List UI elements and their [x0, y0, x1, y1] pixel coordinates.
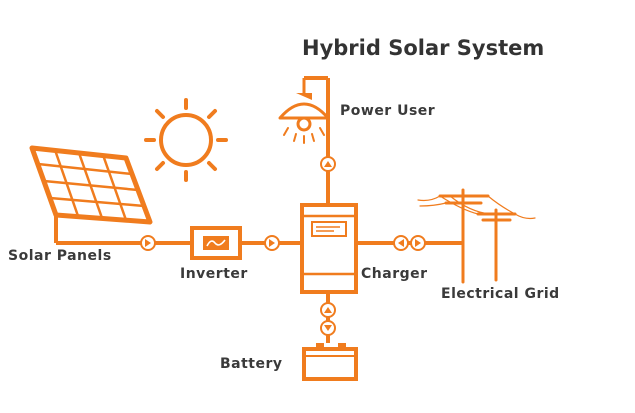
label-solar-panels: Solar Panels — [8, 248, 112, 264]
label-inverter: Inverter — [180, 266, 248, 282]
inverter-icon — [190, 226, 242, 260]
flow-arrow-icon — [320, 156, 336, 172]
label-electrical-grid: Electrical Grid — [441, 286, 560, 302]
battery-icon — [302, 343, 358, 381]
flow-arrow-icon — [264, 235, 280, 251]
diagram-title: Hybrid Solar System — [302, 36, 545, 60]
solar-panel-icon — [29, 145, 153, 243]
flow-arrow-icon — [320, 302, 336, 318]
label-battery: Battery — [220, 356, 283, 372]
flow-arrows — [140, 156, 426, 336]
power-pole-icon — [417, 188, 536, 284]
label-power-user: Power User — [340, 103, 436, 119]
lamp-icon — [278, 78, 330, 144]
flow-arrow-icon — [320, 320, 336, 336]
sun-icon — [144, 98, 228, 182]
flow-arrow-icon — [140, 235, 156, 251]
flow-arrow-icon — [393, 235, 409, 251]
label-charger: Charger — [361, 266, 428, 282]
charger-icon — [300, 203, 358, 294]
connection-lines — [56, 76, 462, 343]
flow-arrow-icon — [410, 235, 426, 251]
